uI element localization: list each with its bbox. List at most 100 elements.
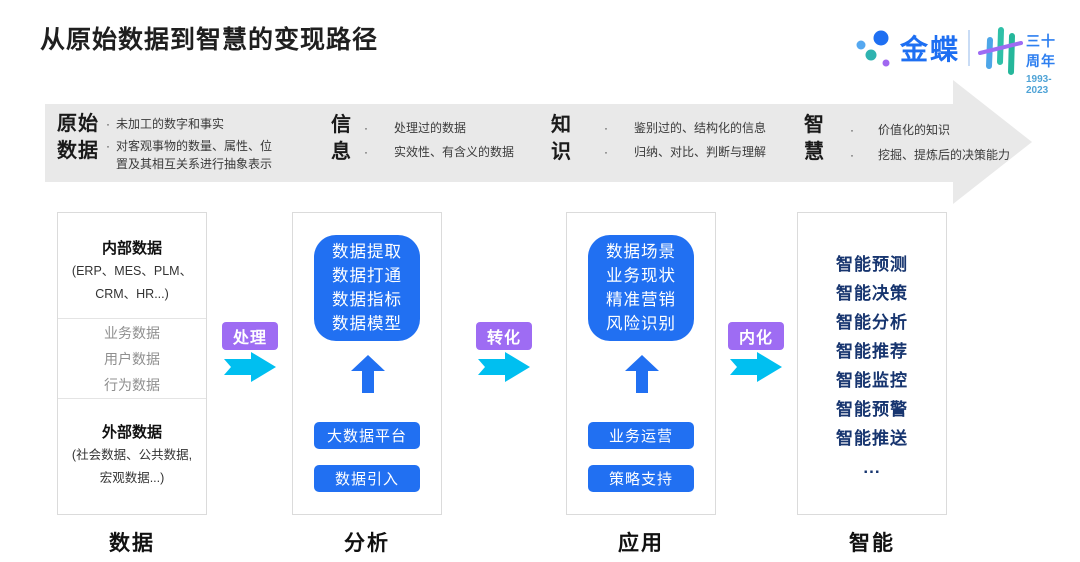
subtext-line: (ERP、MES、PLM、 bbox=[71, 264, 193, 278]
section-subtext: (社会数据、公共数据, 宏观数据...) bbox=[58, 444, 206, 490]
bullet-item: · 处理过的数据 bbox=[364, 119, 554, 137]
stage-heading: 信 息 bbox=[331, 112, 352, 166]
page-title: 从原始数据到智慧的变现路径 bbox=[40, 26, 379, 54]
anniversary-title: 三十周年 bbox=[1026, 33, 1056, 69]
stage-heading-line: 慧 bbox=[804, 141, 825, 163]
bullet-dot: · bbox=[850, 148, 854, 162]
capability-line: 数据打通 bbox=[332, 267, 402, 285]
business-operations-button[interactable]: 业务运营 bbox=[588, 422, 694, 449]
footer-label-data: 数据 bbox=[109, 532, 155, 555]
data-type-item: 业务数据 bbox=[104, 324, 160, 341]
up-arrow-icon bbox=[351, 355, 385, 393]
kingdee-logo: 金蝶 三十周年 1993-2023 bbox=[848, 18, 1068, 96]
capability-line: 数据模型 bbox=[332, 315, 402, 333]
stage-wisdom-bullets: · 价值化的知识 · 挖掘、提炼后的决策能力 bbox=[850, 121, 1040, 164]
intelligence-item: 智能推送 bbox=[836, 429, 908, 448]
bullet-text: 挖掘、提炼后的决策能力 bbox=[878, 148, 1011, 162]
data-type-item: 用户数据 bbox=[104, 350, 160, 367]
stage-wisdom: 智 慧 bbox=[804, 112, 825, 166]
bullet-dot: · bbox=[364, 121, 368, 135]
intelligence-item: 智能决策 bbox=[836, 284, 908, 303]
column-analysis: 数据提取 数据打通 数据指标 数据模型 大数据平台 数据引入 bbox=[292, 212, 442, 515]
bullet-dot: · bbox=[106, 139, 110, 153]
section-heading: 内部数据 bbox=[101, 240, 162, 257]
bullet-item: · 未加工的数字和事实 bbox=[106, 115, 282, 133]
stage-heading: 智 慧 bbox=[804, 112, 825, 166]
stage-raw-data-bullets: · 未加工的数字和事实 · 对客观事物的数量、属性、位置及其相互关系进行抽象表示 bbox=[106, 115, 282, 173]
thirty-years-mark-icon bbox=[978, 27, 1023, 75]
up-arrow-icon bbox=[625, 355, 659, 393]
intelligence-item: 智能预警 bbox=[836, 400, 908, 419]
scenario-line: 业务现状 bbox=[606, 267, 676, 285]
bullet-text: 鉴别过的、结构化的信息 bbox=[634, 121, 767, 135]
flow-arrow-icon bbox=[730, 352, 782, 382]
stage-heading: 原始 数据 bbox=[57, 111, 99, 165]
stage-raw-data: 原始 数据 bbox=[57, 111, 99, 165]
analysis-capabilities-box: 数据提取 数据打通 数据指标 数据模型 bbox=[314, 235, 420, 341]
bullet-text: 价值化的知识 bbox=[878, 123, 951, 137]
footer-label-analysis: 分析 bbox=[344, 532, 390, 555]
column-application: 数据场景 业务现状 精准营销 风险识别 业务运营 策略支持 bbox=[566, 212, 716, 515]
anniversary-years: 1993-2023 bbox=[1026, 74, 1052, 96]
section-subtext: (ERP、MES、PLM、 CRM、HR...) bbox=[58, 260, 206, 306]
scenario-line: 风险识别 bbox=[606, 315, 676, 333]
stage-information: 信 息 bbox=[331, 112, 352, 166]
process-label-chip: 处理 bbox=[222, 322, 278, 350]
intelligence-list: 智能预测 智能决策 智能分析 智能推荐 智能监控 智能预警 智能推送 ... bbox=[798, 213, 946, 478]
stage-information-bullets: · 处理过的数据 · 实效性、有含义的数据 bbox=[364, 119, 554, 161]
bullet-item: · 挖掘、提炼后的决策能力 bbox=[850, 146, 1040, 164]
bullet-item: · 鉴别过的、结构化的信息 bbox=[604, 119, 804, 137]
stage-heading-line: 知 bbox=[551, 114, 572, 136]
internal-data-section: 内部数据 (ERP、MES、PLM、 CRM、HR...) bbox=[58, 213, 206, 319]
kingdee-logo-dots-icon bbox=[856, 30, 890, 67]
intelligence-item: 智能预测 bbox=[836, 255, 908, 274]
stage-knowledge: 知 识 bbox=[551, 112, 572, 166]
logo-divider bbox=[968, 30, 970, 66]
kingdee-brand-text: 金蝶 bbox=[900, 34, 961, 65]
bullet-dot: · bbox=[604, 121, 608, 135]
intelligence-ellipsis: ... bbox=[863, 458, 881, 477]
bullet-text: 对客观事物的数量、属性、位置及其相互关系进行抽象表示 bbox=[116, 139, 273, 171]
external-data-section: 外部数据 (社会数据、公共数据, 宏观数据...) bbox=[58, 399, 206, 490]
bullet-dot: · bbox=[364, 145, 368, 159]
big-data-platform-button[interactable]: 大数据平台 bbox=[314, 422, 420, 449]
bullet-dot: · bbox=[106, 117, 110, 131]
intelligence-item: 智能推荐 bbox=[836, 342, 908, 361]
capability-line: 数据提取 bbox=[332, 243, 402, 261]
stage-knowledge-bullets: · 鉴别过的、结构化的信息 · 归纳、对比、判断与理解 bbox=[604, 119, 804, 161]
data-types-section: 业务数据 用户数据 行为数据 bbox=[58, 319, 206, 399]
flow-arrow-icon bbox=[224, 352, 276, 382]
intelligence-item: 智能分析 bbox=[836, 313, 908, 332]
data-ingestion-button[interactable]: 数据引入 bbox=[314, 465, 420, 492]
bullet-dot: · bbox=[604, 145, 608, 159]
bullet-text: 处理过的数据 bbox=[394, 121, 467, 135]
bullet-text: 实效性、有含义的数据 bbox=[394, 145, 515, 159]
strategy-support-button[interactable]: 策略支持 bbox=[588, 465, 694, 492]
stage-heading: 知 识 bbox=[551, 112, 572, 166]
section-heading: 外部数据 bbox=[101, 424, 162, 441]
subtext-line: 宏观数据...) bbox=[99, 471, 165, 485]
anniversary-block: 三十周年 1993-2023 bbox=[1026, 31, 1068, 96]
bullet-item: · 实效性、有含义的数据 bbox=[364, 143, 554, 161]
stage-heading-line: 数据 bbox=[57, 140, 99, 162]
scenario-line: 数据场景 bbox=[606, 243, 676, 261]
transform-label-chip: 转化 bbox=[476, 322, 532, 350]
subtext-line: CRM、HR...) bbox=[95, 287, 169, 301]
scenario-line: 精准营销 bbox=[606, 291, 676, 309]
intelligence-item: 智能监控 bbox=[836, 371, 908, 390]
footer-label-application: 应用 bbox=[618, 532, 664, 555]
data-type-item: 行为数据 bbox=[104, 376, 160, 393]
stage-heading-line: 息 bbox=[331, 141, 352, 163]
bullet-dot: · bbox=[850, 123, 854, 137]
flow-arrow-icon bbox=[478, 352, 530, 382]
internalize-label-chip: 内化 bbox=[728, 322, 784, 350]
bullet-text: 未加工的数字和事实 bbox=[116, 117, 225, 131]
bullet-item: · 归纳、对比、判断与理解 bbox=[604, 143, 804, 161]
stage-heading-line: 信 bbox=[331, 114, 352, 136]
bullet-item: · 价值化的知识 bbox=[850, 121, 1040, 139]
bullet-text: 归纳、对比、判断与理解 bbox=[634, 145, 767, 159]
footer-label-intelligence: 智能 bbox=[849, 532, 895, 555]
capability-line: 数据指标 bbox=[332, 291, 402, 309]
application-scenarios-box: 数据场景 业务现状 精准营销 风险识别 bbox=[588, 235, 694, 341]
